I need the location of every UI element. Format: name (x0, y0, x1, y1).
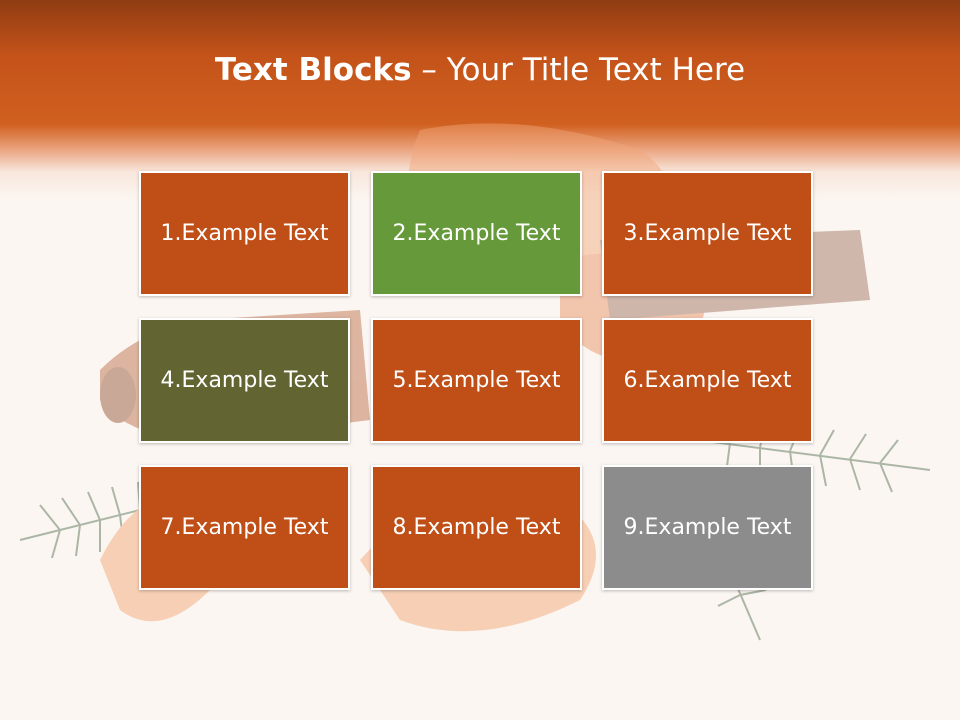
text-block-8[interactable]: 8.Example Text (371, 465, 582, 590)
text-block-9[interactable]: 9.Example Text (602, 465, 813, 590)
text-block-5[interactable]: 5.Example Text (371, 318, 582, 443)
text-block-7[interactable]: 7.Example Text (139, 465, 350, 590)
text-block-6[interactable]: 6.Example Text (602, 318, 813, 443)
title-dash: – (411, 52, 447, 88)
title-banner (0, 0, 960, 200)
text-block-2[interactable]: 2.Example Text (371, 171, 582, 296)
text-block-1[interactable]: 1.Example Text (139, 171, 350, 296)
title-rest: Your Title Text Here (446, 52, 746, 88)
page-title: Text Blocks – Your Title Text Here (0, 52, 960, 88)
title-bold-part: Text Blocks (214, 52, 412, 88)
text-block-4[interactable]: 4.Example Text (139, 318, 350, 443)
text-block-3[interactable]: 3.Example Text (602, 171, 813, 296)
